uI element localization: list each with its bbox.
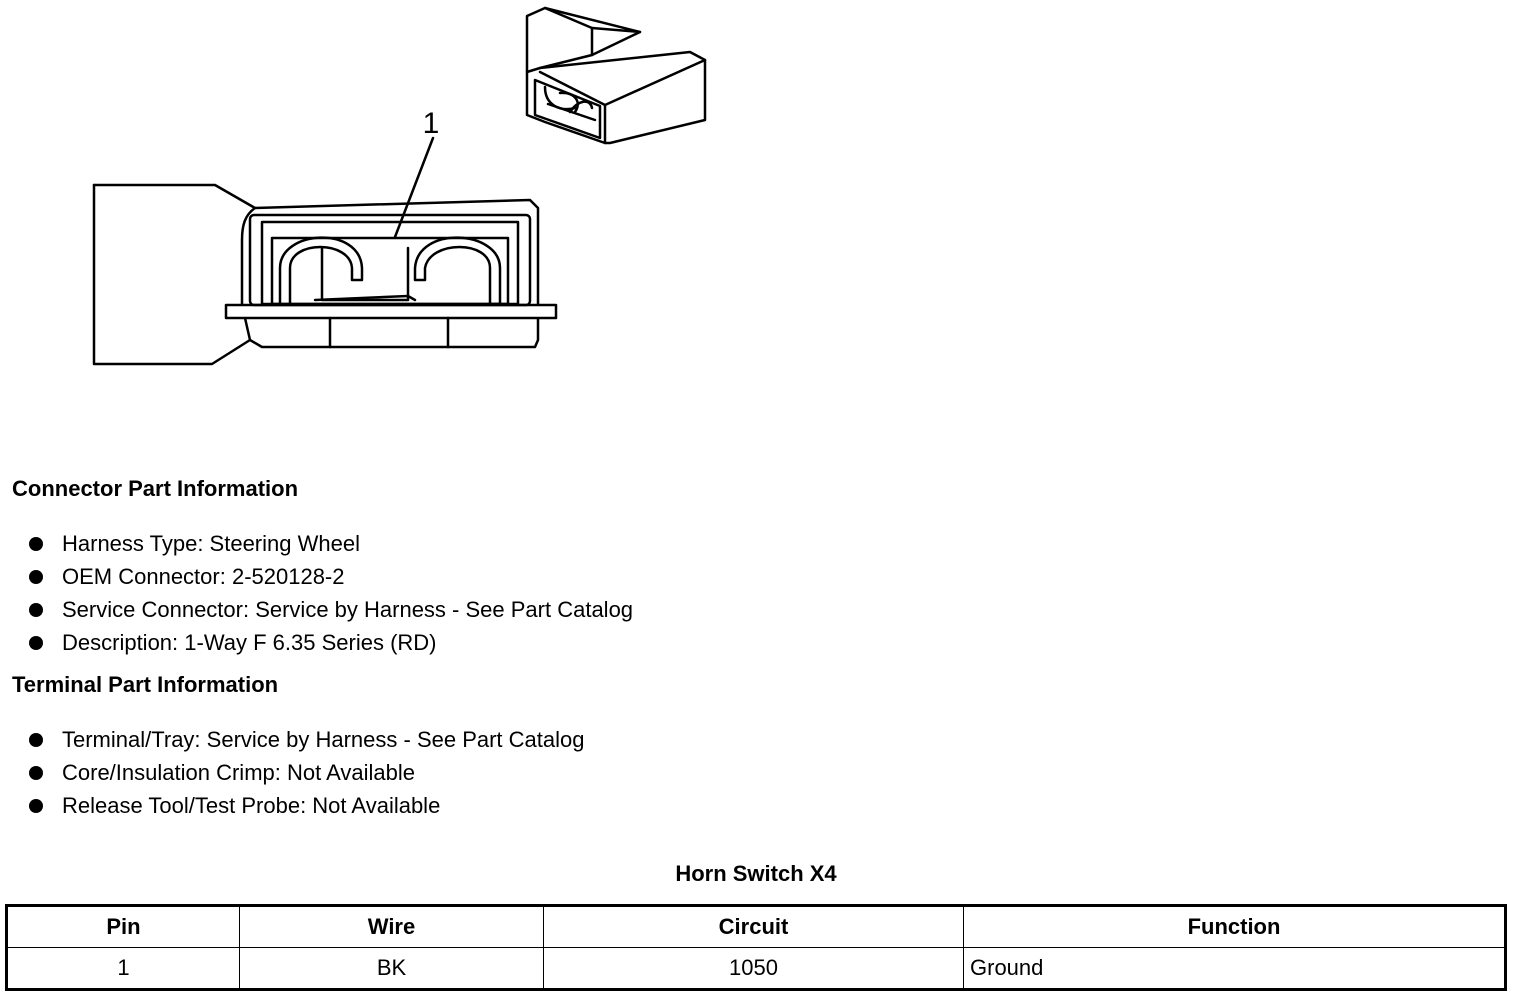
column-header-pin: Pin — [6, 905, 240, 948]
list-item: Service Connector: Service by Harness - … — [28, 596, 633, 629]
connector-info-title: Connector Part Information — [12, 476, 299, 501]
cell-wire: BK — [239, 947, 544, 990]
connector-info-list: Harness Type: Steering Wheel OEM Connect… — [28, 530, 633, 662]
bullet-icon — [29, 537, 43, 551]
bullet-icon — [29, 733, 43, 747]
pin-table: Pin Wire Circuit Function 1 BK 1050 Grou… — [5, 904, 1507, 991]
list-item: OEM Connector: 2-520128-2 — [28, 563, 633, 596]
table-header-row: Pin Wire Circuit Function — [6, 905, 1506, 948]
terminal-info-list: Terminal/Tray: Service by Harness - See … — [28, 726, 585, 825]
terminal-info-title: Terminal Part Information — [12, 672, 279, 697]
cell-pin: 1 — [6, 947, 240, 990]
bullet-icon — [29, 636, 43, 650]
bullet-icon — [29, 766, 43, 780]
cell-function: Ground — [963, 947, 1506, 990]
bullet-icon — [29, 799, 43, 813]
bullet-icon — [29, 570, 43, 584]
callout-number: 1 — [423, 107, 440, 140]
list-item: Description: 1-Way F 6.35 Series (RD) — [28, 629, 633, 662]
column-header-wire: Wire — [239, 905, 544, 948]
column-header-function: Function — [963, 905, 1506, 948]
connector-illustration: 1 — [92, 6, 707, 366]
callout-leader-line — [393, 136, 435, 239]
table-caption: Horn Switch X4 — [675, 861, 837, 886]
list-item: Harness Type: Steering Wheel — [28, 530, 633, 563]
column-header-circuit: Circuit — [543, 905, 964, 948]
list-item: Core/Insulation Crimp: Not Available — [28, 759, 585, 792]
list-item: Terminal/Tray: Service by Harness - See … — [28, 726, 585, 759]
bullet-icon — [29, 603, 43, 617]
cell-circuit: 1050 — [543, 947, 964, 990]
list-item: Release Tool/Test Probe: Not Available — [28, 792, 585, 825]
connector-isometric-view — [525, 6, 707, 145]
table-row: 1 BK 1050 Ground — [6, 947, 1506, 990]
connector-front-view — [92, 183, 558, 366]
